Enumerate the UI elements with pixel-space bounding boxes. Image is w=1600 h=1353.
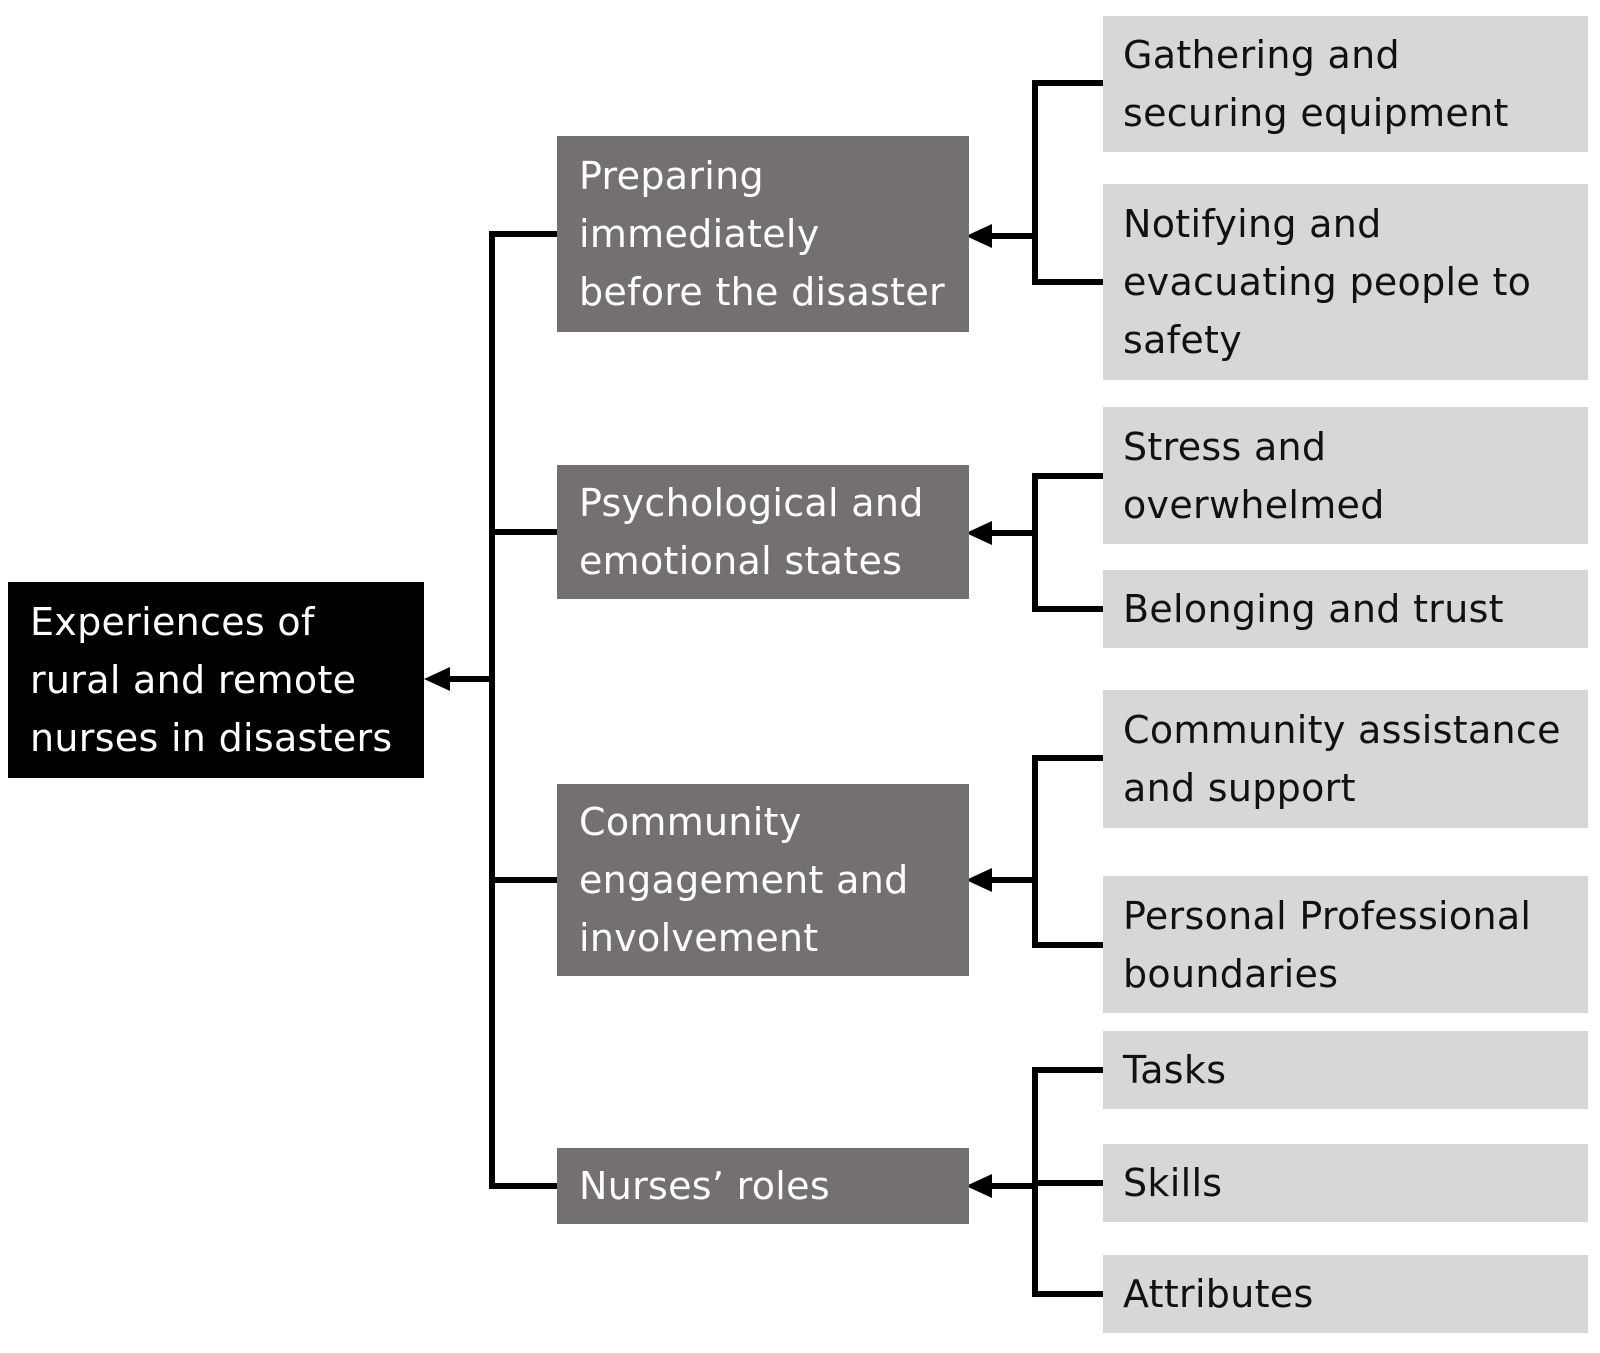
subtheme-node: Stress and overwhelmed — [1103, 407, 1588, 544]
subtheme-label: Attributes — [1123, 1272, 1314, 1316]
root-node: Experiences of rural and remote nurses i… — [8, 582, 424, 778]
theme-node-label: Nurses’ roles — [579, 1164, 830, 1208]
theme-node-preparing: Preparing immediately before the disaste… — [557, 136, 969, 332]
theme-node-community: Community engagement and involvement — [557, 784, 969, 976]
subtheme-label: Belonging and trust — [1123, 587, 1504, 631]
subtheme-label: Notifying and evacuating people to safet… — [1123, 202, 1532, 362]
subtheme-node: Personal Professional boundaries — [1103, 876, 1588, 1013]
theme-2-arrowhead — [966, 521, 992, 545]
theme-4-arrowhead — [966, 1174, 992, 1198]
subtheme-node: Notifying and evacuating people to safet… — [1103, 184, 1588, 380]
root-node-label: Experiences of rural and remote nurses i… — [30, 600, 393, 760]
subtheme-label: Tasks — [1123, 1048, 1227, 1092]
trunk-connector — [489, 231, 557, 1189]
subtheme-node: Tasks — [1103, 1031, 1588, 1109]
subtheme-node: Community assistance and support — [1103, 690, 1588, 828]
theme-2-sub-bracket — [1032, 473, 1103, 612]
subtheme-node: Belonging and trust — [1103, 570, 1588, 648]
subtheme-node: Skills — [1103, 1144, 1588, 1222]
subtheme-label: Skills — [1123, 1161, 1223, 1205]
theme-node-label: Psychological and emotional states — [579, 481, 924, 583]
theme-1-arrowhead — [966, 224, 992, 248]
theme-1-sub-bracket — [1032, 80, 1103, 285]
subtheme-label: Personal Professional boundaries — [1123, 893, 1532, 996]
subtheme-label: Gathering and securing equipment — [1123, 33, 1509, 135]
theme-node-label: Community engagement and involvement — [579, 800, 909, 960]
theme-3-arrowhead — [966, 868, 992, 892]
root-arrowhead — [424, 667, 450, 691]
theme-3-sub-bracket — [1032, 755, 1103, 948]
theme-node-label: Preparing immediately before the disaste… — [579, 154, 945, 314]
subtheme-node: Attributes — [1103, 1255, 1588, 1333]
subtheme-label: Stress and overwhelmed — [1123, 424, 1385, 527]
subtheme-node: Gathering and securing equipment — [1103, 16, 1588, 152]
theme-node-psychological: Psychological and emotional states — [557, 465, 969, 599]
subtheme-label: Community assistance and support — [1123, 708, 1561, 810]
theme-node-nurses-roles: Nurses’ roles — [557, 1148, 969, 1224]
